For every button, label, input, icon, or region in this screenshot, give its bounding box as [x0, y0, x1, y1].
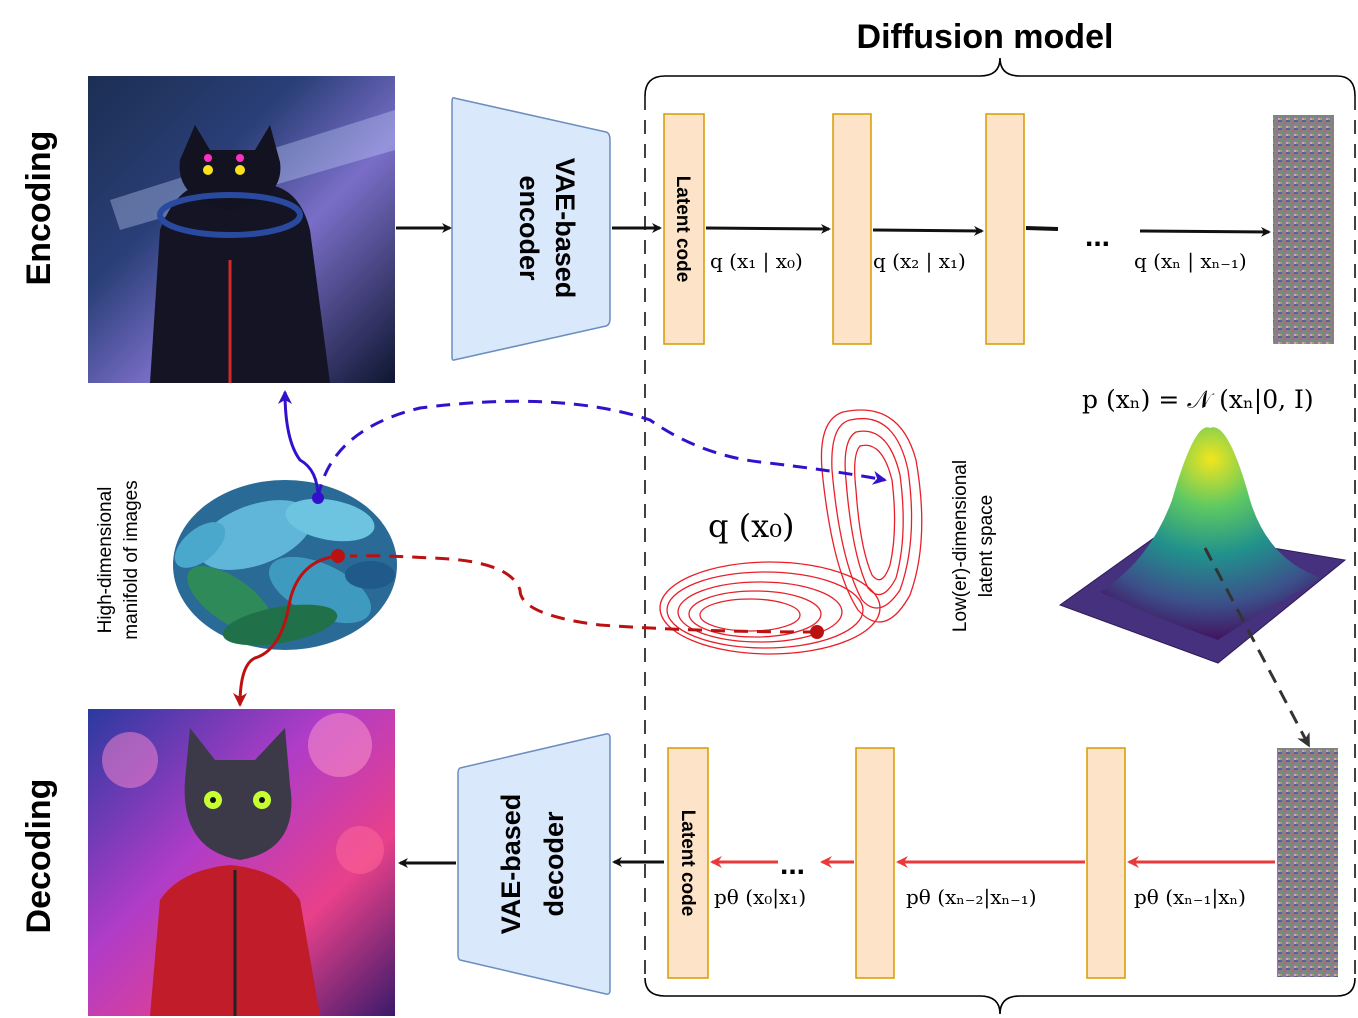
forward-arrow-1	[705, 223, 831, 234]
vae-decoder: VAE-based decoder	[457, 733, 611, 995]
diagram-title: Diffusion model	[857, 18, 1114, 56]
forward-arrow-2	[872, 225, 984, 236]
reverse-latent-code-block: Latent code	[667, 747, 709, 979]
bottom-brace	[644, 977, 1356, 1015]
latent-space-label-line1: Low(er)-dimensional	[950, 460, 971, 632]
decoder-label-line1: VAE-based	[496, 794, 526, 935]
forward-noise-image	[1273, 115, 1334, 344]
latent-space-label-line2: latent space	[976, 495, 997, 597]
image-manifold-blob	[173, 480, 397, 650]
reverse-block-1	[855, 747, 895, 979]
forward-transition-1: q (x₁ | x₀)	[710, 249, 803, 274]
forward-arrow-4	[1139, 226, 1271, 237]
red-path-to-image	[233, 554, 339, 707]
forward-block-2	[985, 113, 1025, 345]
reverse-noise-image	[1277, 748, 1338, 977]
manifold-label-line1: High-dimensional	[95, 487, 116, 634]
reverse-transition-2: pθ (xₙ₋₂|xₙ₋₁)	[906, 885, 1037, 910]
blue-path-origin-dot	[312, 492, 324, 504]
bell-to-noise-dashed-arrow	[1203, 547, 1310, 748]
top-brace	[644, 57, 1356, 97]
latent-distribution-label: q (x₀)	[708, 507, 795, 545]
vae-encoder: VAE-based encoder	[451, 97, 611, 361]
prior-formula: p (xₙ) = 𝒩 (xₙ|0, I)	[1082, 385, 1314, 415]
forward-arrow-3	[1025, 226, 1059, 231]
encoder-label-line1: VAE-based	[550, 158, 580, 299]
red-path-origin-dot	[810, 625, 824, 639]
reverse-transition-n: pθ (xₙ₋₁|xₙ)	[1134, 885, 1246, 910]
manifold-label-line2: manifold of images	[121, 480, 142, 639]
reverse-latent-code-label: Latent code	[677, 810, 698, 917]
forward-transition-2: q (x₂ | x₁)	[873, 249, 966, 274]
blue-path-to-image	[278, 390, 320, 499]
forward-block-1	[832, 113, 872, 345]
reverse-transition-1: pθ (x₀|x₁)	[714, 885, 806, 910]
reverse-ellipsis: ...	[780, 848, 805, 881]
encoder-label-line2: encoder	[514, 175, 544, 281]
decoder-label-line2: decoder	[539, 811, 569, 917]
red-dashed-path-from-latent	[349, 554, 818, 634]
forward-ellipsis: ...	[1085, 220, 1110, 253]
forward-latent-code-label: Latent code	[672, 176, 693, 283]
gaussian-bell-plot	[1058, 427, 1347, 664]
decoding-output-image	[88, 709, 395, 1016]
decoding-label: Decoding	[20, 779, 58, 934]
forward-latent-code-block: Latent code	[663, 113, 705, 345]
encoding-label: Encoding	[20, 131, 58, 286]
blue-dashed-path-to-latent	[316, 399, 887, 499]
encoding-input-image	[88, 76, 395, 383]
reverse-block-2	[1086, 747, 1126, 979]
forward-transition-n: q (xₙ | xₙ₋₁)	[1134, 249, 1247, 274]
